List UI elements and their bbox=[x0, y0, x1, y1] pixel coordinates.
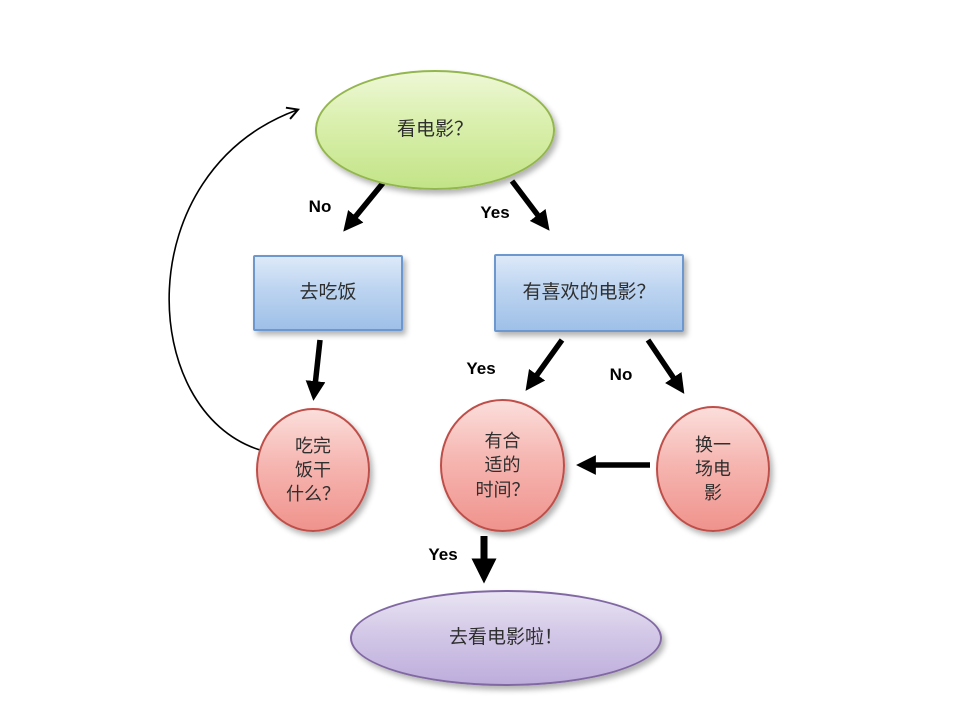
arrow-start-to-like bbox=[509, 179, 550, 231]
node-change-movie-label: 换一 场电 影 bbox=[695, 434, 731, 504]
node-go-eat: 去吃饭 bbox=[253, 255, 403, 331]
node-after-eating-label: 吃完 饭干 什么？ bbox=[286, 435, 340, 505]
arrow-like-to-time bbox=[525, 338, 565, 391]
edge-label-like-no: No bbox=[609, 365, 633, 384]
node-go-eat-label: 去吃饭 bbox=[299, 282, 357, 304]
node-watch-movie: 看电影？ bbox=[315, 70, 555, 190]
node-after-eating: 吃完 饭干 什么？ bbox=[256, 408, 370, 532]
node-liked-movie-label: 有喜欢的电影？ bbox=[522, 282, 656, 304]
edge-label-like-yes: Yes bbox=[466, 359, 496, 378]
node-watch-movie-label: 看电影？ bbox=[396, 119, 473, 141]
node-change-movie: 换一 场电 影 bbox=[656, 406, 770, 532]
node-go-watch-movie-label: 去看电影啦！ bbox=[448, 627, 563, 649]
arrow-like-to-change bbox=[645, 338, 685, 394]
arrow-eat-to-after bbox=[305, 339, 326, 401]
node-liked-movie: 有喜欢的电影？ bbox=[494, 254, 684, 332]
node-suitable-time: 有合 适的 时间？ bbox=[440, 399, 565, 532]
edge-label-start-no: No bbox=[308, 197, 332, 216]
node-go-watch-movie: 去看电影啦！ bbox=[350, 590, 662, 686]
edge-label-start-yes: Yes bbox=[480, 203, 510, 222]
edge-label-time-yes: Yes bbox=[428, 545, 458, 564]
arrow-start-to-eat bbox=[343, 181, 386, 232]
arrow-after-to-start-curve bbox=[168, 106, 300, 451]
node-suitable-time-label: 有合 适的 时间？ bbox=[475, 431, 530, 500]
